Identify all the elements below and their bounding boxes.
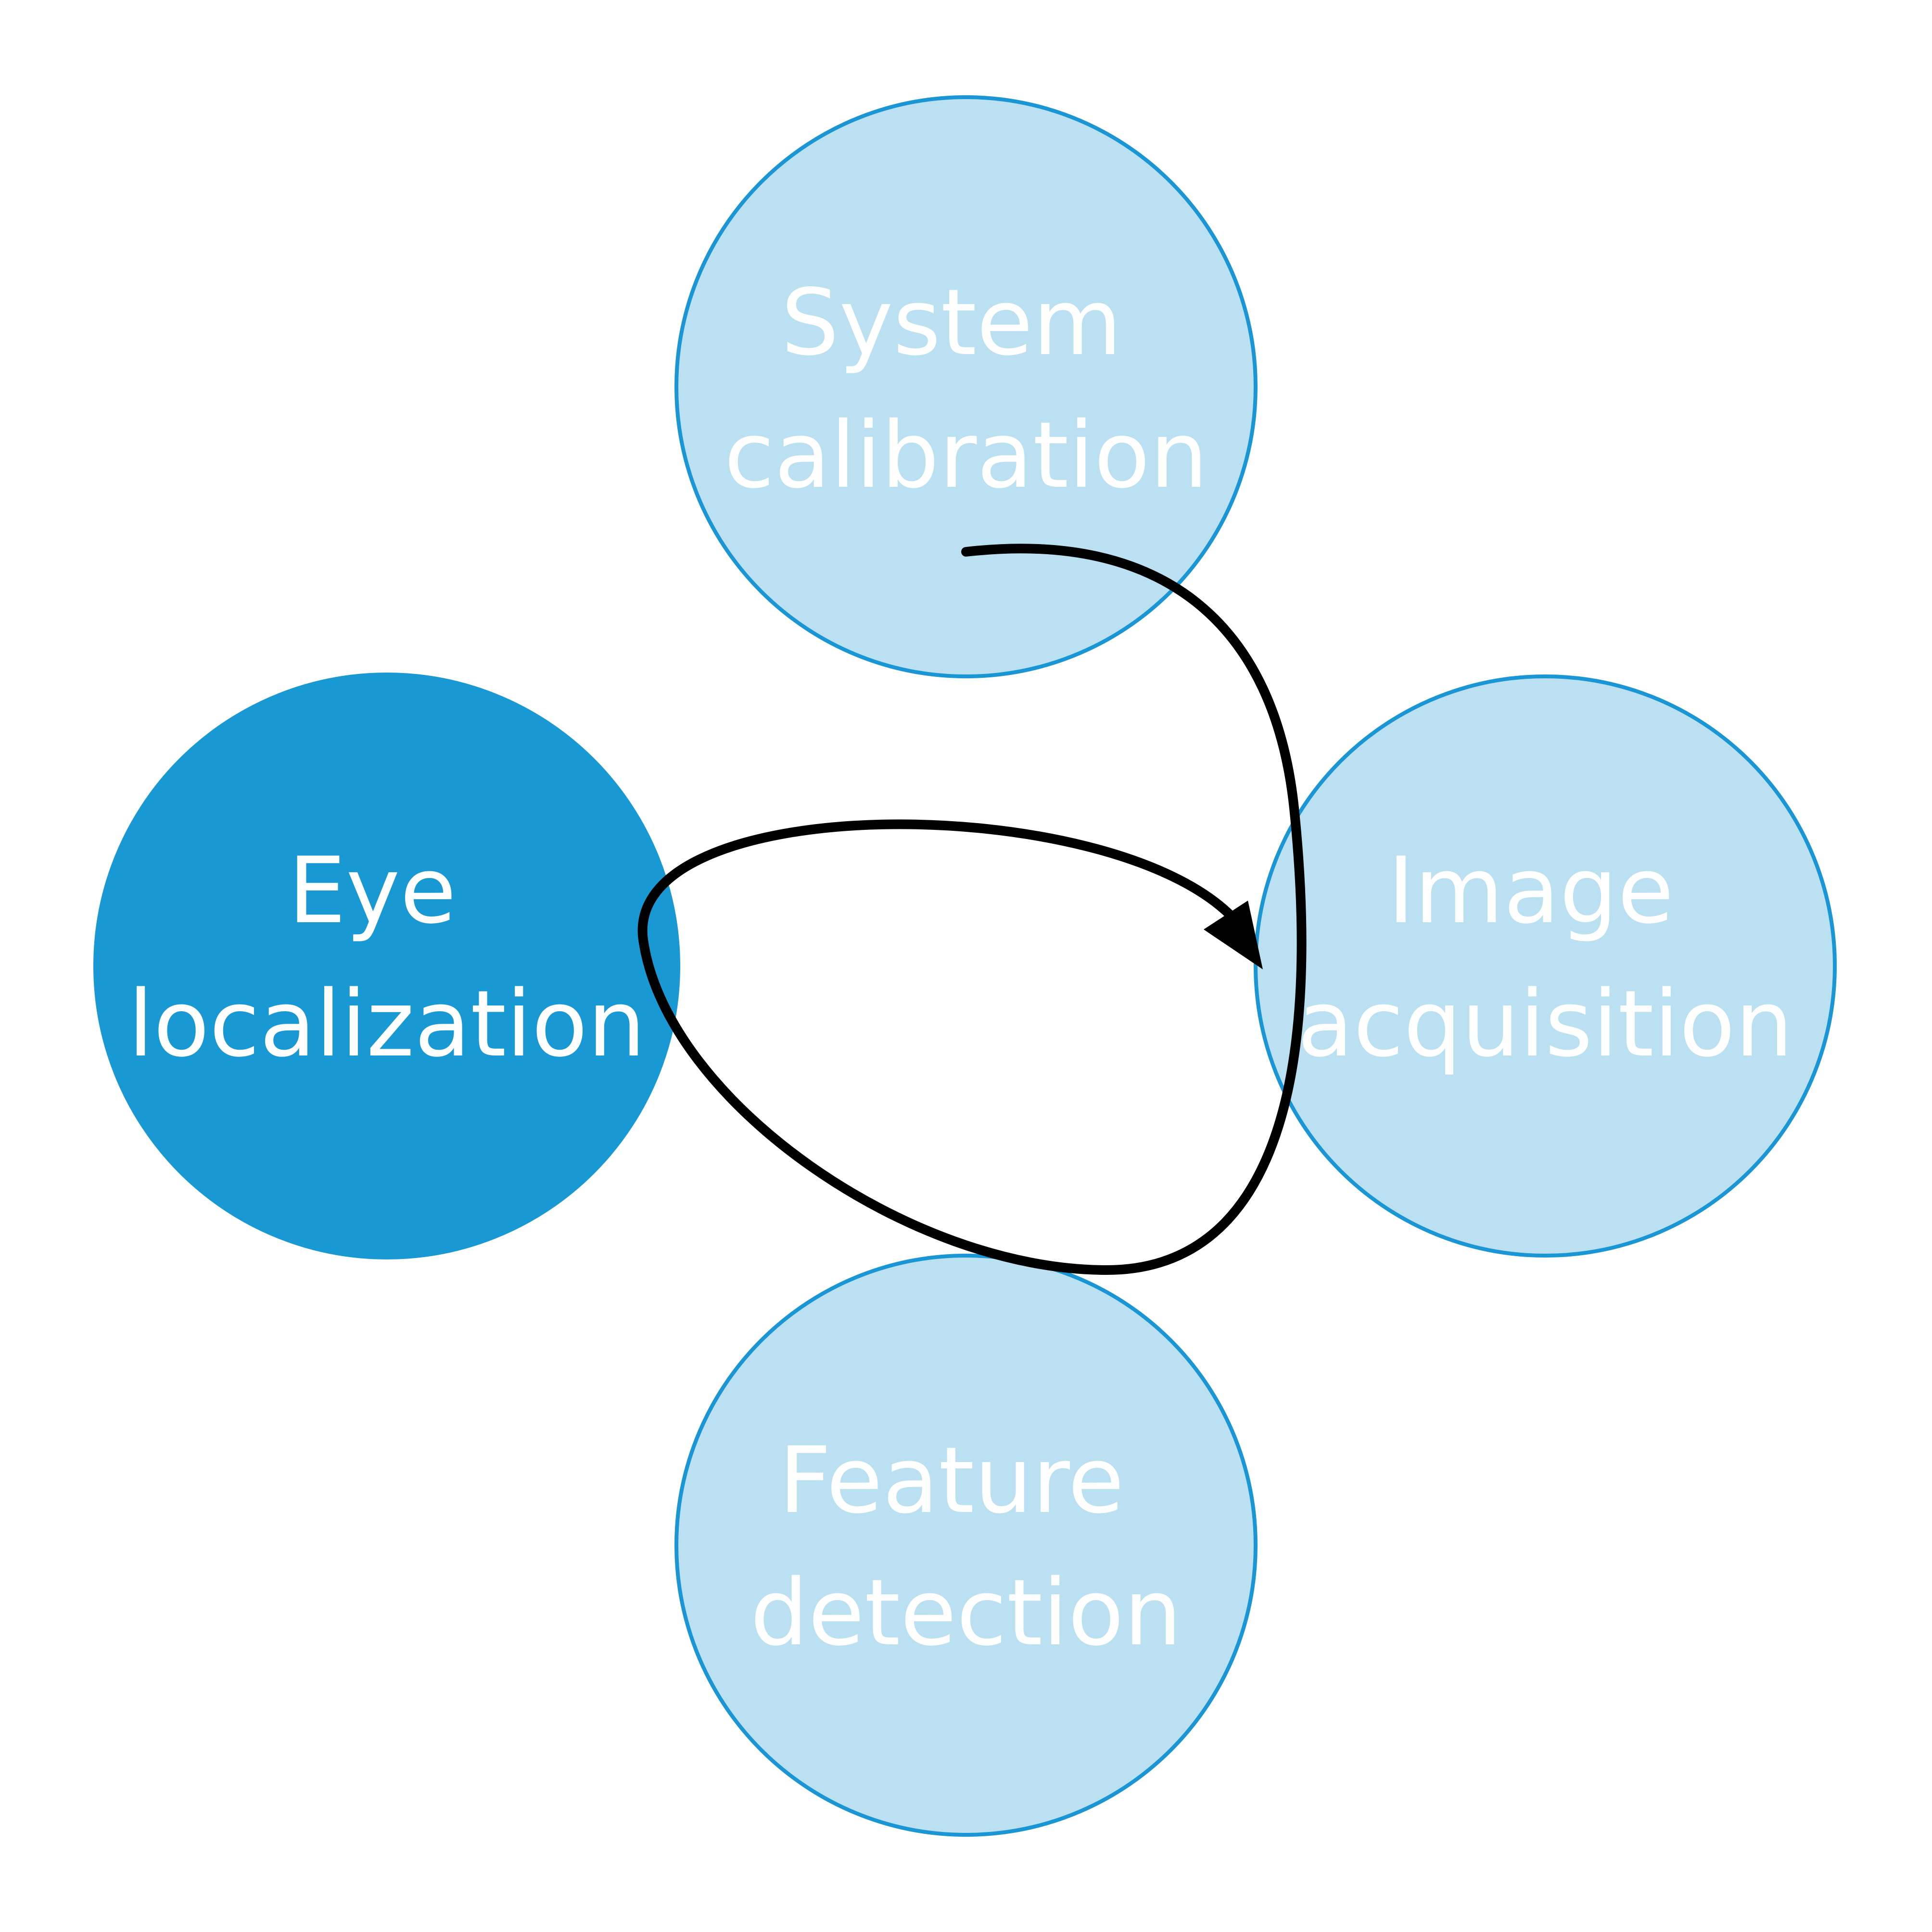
edge-path (637, 544, 1307, 1275)
node-label: Feature detection (750, 1427, 1182, 1666)
node-label: Image acquisition (1297, 838, 1793, 1077)
node-system-calibration[interactable]: System calibration (674, 95, 1258, 678)
node-circle (674, 95, 1258, 678)
node-label: System calibration (724, 269, 1208, 508)
node-feature-detection[interactable]: Feature detection (674, 1254, 1258, 1837)
node-label-line: detection (750, 1560, 1182, 1666)
node-image-acquisition[interactable]: Image acquisition (1254, 674, 1837, 1258)
node-label-line: localization (128, 971, 646, 1077)
node-label-line: Feature (779, 1427, 1124, 1534)
edge-calibration-to-acquisition (637, 544, 1307, 1275)
node-eye-localization[interactable]: Eye localization (93, 673, 680, 1259)
node-circle (93, 673, 680, 1259)
node-label-line: System (781, 269, 1122, 376)
node-label-line: Eye (288, 838, 456, 944)
node-label: Eye localization (128, 838, 646, 1077)
node-circle (674, 1254, 1258, 1837)
node-label-line: Image (1387, 838, 1674, 944)
node-label-line: acquisition (1297, 971, 1793, 1077)
arrowhead (1204, 901, 1263, 969)
node-label-line: calibration (724, 402, 1208, 508)
node-circle (1254, 674, 1837, 1258)
